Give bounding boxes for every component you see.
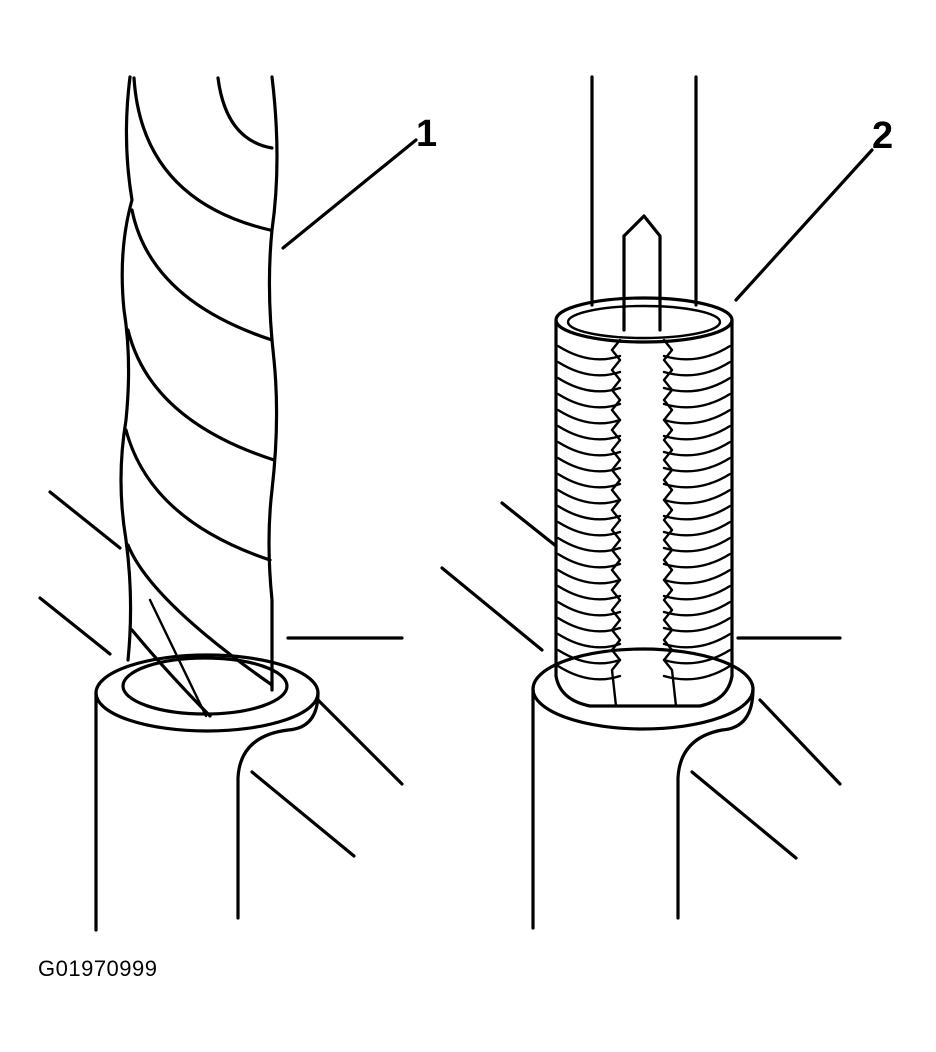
right-surface-lines [440,501,842,860]
right-panel-tap: 2 [440,75,893,930]
thread-tap [554,296,734,708]
tap-threads [556,344,732,681]
left-panel-drill: 1 [38,75,437,932]
callout-2: 2 [734,115,893,302]
drill-bit [119,75,279,718]
tap-shank [590,75,698,332]
callout-1-label: 1 [416,113,437,155]
left-boss [94,653,320,932]
figure-id-label: G01970999 [38,956,158,981]
callout-1: 1 [281,113,437,250]
right-boss [531,647,755,930]
left-surface-lines [38,490,404,858]
callout-2-label: 2 [872,115,893,157]
